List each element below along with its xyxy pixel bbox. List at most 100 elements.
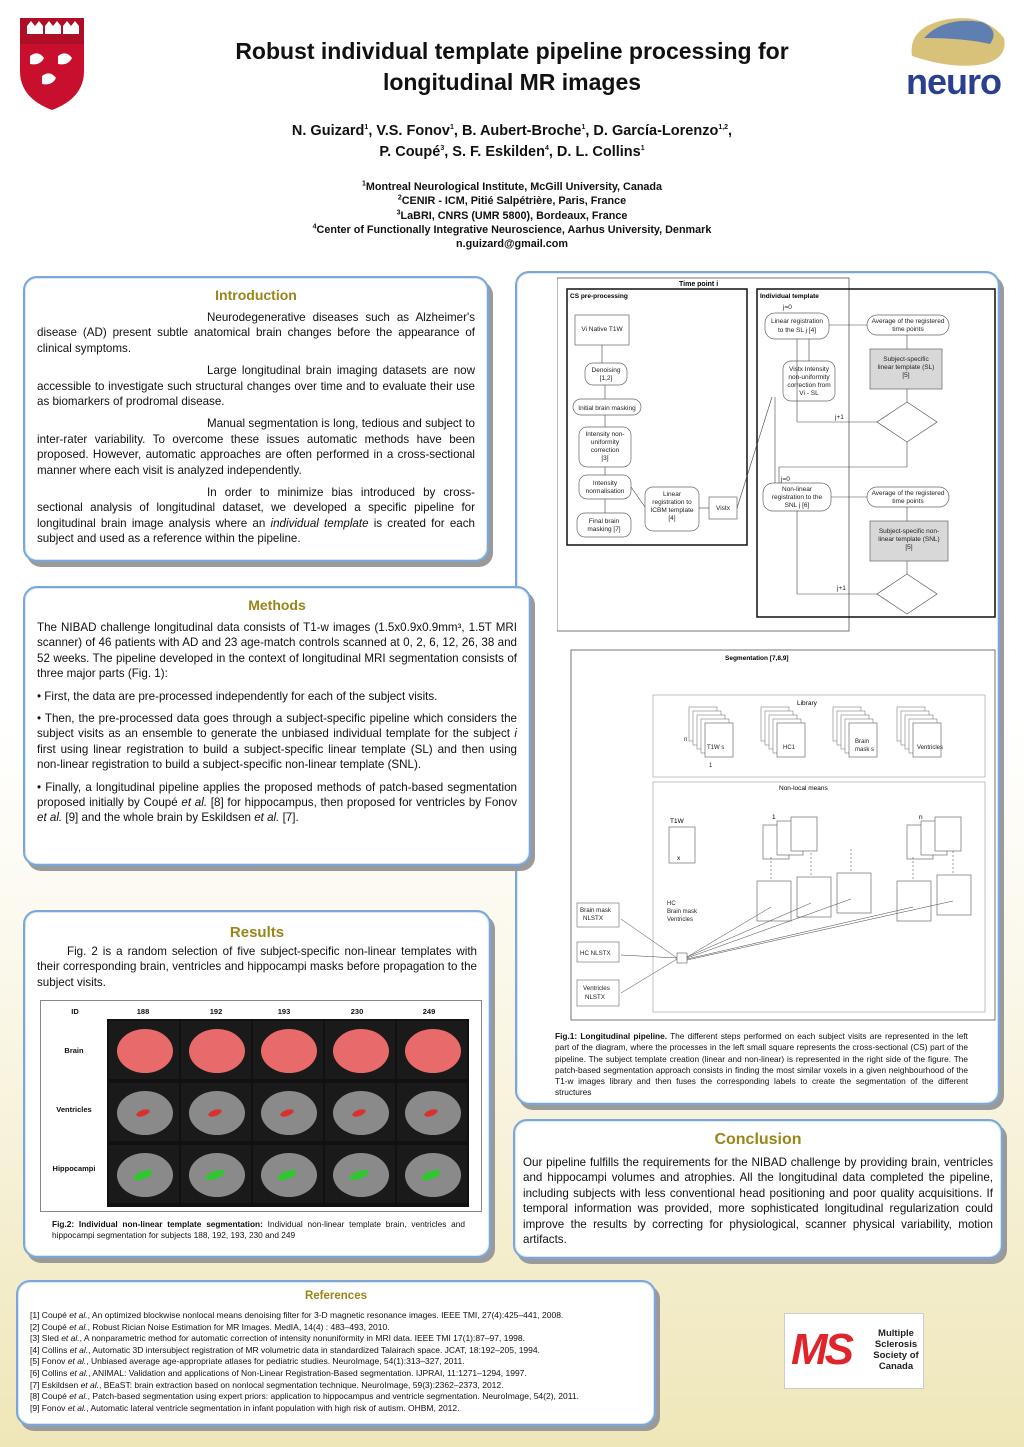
author-name: , D. García-Lorenzo bbox=[585, 123, 719, 139]
svg-text:T1W: T1W bbox=[670, 818, 685, 825]
reference-item: [5] Fonov et al., Unbiased average age-a… bbox=[30, 1356, 465, 1367]
figure2-image: ID 188 192 193 230 249 Brain Ventricles … bbox=[40, 1000, 482, 1212]
methods-bullet-2: • Then, the pre-processed data goes thro… bbox=[37, 712, 517, 772]
affiliation: 1Montreal Neurological Institute, McGill… bbox=[361, 180, 663, 193]
svg-text:Ventricles: Ventricles bbox=[917, 745, 943, 751]
author-affiliation-mark: 1 bbox=[581, 124, 586, 132]
svg-text:[5]: [5] bbox=[905, 544, 912, 551]
fig2-hippocampus-mask bbox=[205, 1169, 225, 1181]
svg-text:Brain: Brain bbox=[855, 739, 869, 745]
fig2-row-ventricles: Ventricles bbox=[56, 1105, 91, 1114]
fig2-row-brain: Brain bbox=[64, 1046, 84, 1055]
svg-text:Brain mask: Brain mask bbox=[580, 907, 612, 914]
references-list: [1] Coupé et al., An optimized blockwise… bbox=[18, 1310, 654, 1414]
methods-panel: Methods The NIBAD challenge longitudinal… bbox=[23, 586, 531, 866]
svg-text:ICBM template: ICBM template bbox=[651, 507, 694, 514]
svg-text:normalisation: normalisation bbox=[586, 488, 625, 495]
reference-item: [7] Eskildsen et al., BEaST: brain extra… bbox=[30, 1379, 504, 1390]
svg-text:Linear: Linear bbox=[663, 491, 682, 498]
svg-text:1: 1 bbox=[709, 763, 713, 769]
intro-paragraph-4: In order to minimize bias introduced by … bbox=[37, 486, 475, 546]
references-title: References bbox=[304, 1290, 367, 1302]
author-affiliation-mark: 1,2 bbox=[718, 124, 729, 132]
results-paragraph-1: Fig. 2 is a random selection of five sub… bbox=[37, 945, 477, 989]
svg-text:NLSTX: NLSTX bbox=[585, 994, 605, 1001]
svg-text:HC: HC bbox=[667, 901, 676, 907]
svg-text:Brain mask: Brain mask bbox=[667, 909, 698, 915]
fig2-ventricle-mask bbox=[208, 1109, 222, 1117]
svg-text:HC1: HC1 bbox=[783, 745, 796, 751]
svg-text:Final brain: Final brain bbox=[589, 518, 620, 525]
svg-text:registration to: registration to bbox=[652, 499, 692, 506]
fig2-brain-slice bbox=[333, 1029, 389, 1073]
svg-text:non-uniformity: non-uniformity bbox=[788, 374, 830, 381]
fig2-row-hippocampi: Hippocampi bbox=[53, 1164, 96, 1173]
introduction-text: Neurodegenerative diseases such as Alzhe… bbox=[25, 310, 487, 547]
author-name: P. Coupé bbox=[379, 144, 441, 160]
reference-item: [6] Collins et al., ANIMAL: Validation a… bbox=[30, 1367, 527, 1378]
conclusion-text: Our pipeline fulfills the requirements f… bbox=[515, 1155, 1001, 1247]
reference-item: [9] Fonov et al., Automatic lateral vent… bbox=[30, 1402, 460, 1413]
affiliation-list: 1Montreal Neurological Institute, McGill… bbox=[140, 180, 884, 237]
svg-text:masking [7]: masking [7] bbox=[587, 526, 620, 533]
title-line-1: Robust individual template pipeline proc… bbox=[235, 38, 789, 64]
intro-paragraph-2: Large longitudinal brain imaging dataset… bbox=[37, 364, 475, 409]
figure1-caption: Fig.1: Longitudinal pipeline. The differ… bbox=[555, 1031, 968, 1098]
svg-text:Subject-specific non-: Subject-specific non- bbox=[879, 528, 939, 535]
svg-text:linear template (SNL): linear template (SNL) bbox=[878, 536, 939, 543]
neuro-logo-text: neuro bbox=[906, 61, 1002, 102]
poster-title: Robust individual template pipeline proc… bbox=[150, 36, 874, 98]
reference-item: [3] Sled et al., A nonparametric method … bbox=[30, 1333, 525, 1344]
svg-text:1: 1 bbox=[772, 814, 776, 821]
reference-item: [2] Coupé et al., Robust Rician Noise Es… bbox=[30, 1321, 390, 1332]
svg-text:Intensity non-: Intensity non- bbox=[585, 431, 624, 438]
svg-text:j=0: j=0 bbox=[780, 476, 790, 483]
svg-text:Average of the registered: Average of the registered bbox=[872, 490, 945, 497]
conclusion-paragraph-1: Our pipeline fulfills the requirements f… bbox=[523, 1156, 993, 1247]
fig2-ventricle-mask bbox=[136, 1109, 150, 1117]
author-affiliation-mark: 1 bbox=[449, 124, 454, 132]
authors: N. Guizard1, V.S. Fonov1, B. Aubert-Broc… bbox=[140, 121, 884, 163]
svg-text:Initial brain masking: Initial brain masking bbox=[578, 405, 636, 412]
svg-text:Subject-specific: Subject-specific bbox=[883, 356, 929, 363]
svg-text:Ventricles: Ventricles bbox=[583, 985, 610, 992]
fig2-hippocampus-mask bbox=[277, 1169, 297, 1181]
ms-logo-line: Canada bbox=[878, 1361, 914, 1372]
fig2-header-id: ID bbox=[71, 1007, 79, 1016]
fig1-time-point: Time point i bbox=[679, 281, 718, 288]
fig2-hippocampus-mask bbox=[421, 1169, 441, 1181]
svg-text:T1W s: T1W s bbox=[707, 745, 724, 751]
authors-line-2: P. Coupé3, S. F. Eskilden4, D. L. Collin… bbox=[140, 142, 884, 163]
svg-text:Vi Native T1W: Vi Native T1W bbox=[581, 326, 623, 333]
svg-text:registration to the: registration to the bbox=[772, 494, 823, 501]
author-name: N. Guizard bbox=[291, 123, 365, 139]
neuro-logo bbox=[904, 8, 1014, 108]
results-title: Results bbox=[229, 924, 285, 941]
svg-text:j+1: j+1 bbox=[836, 585, 846, 592]
svg-text:Vi - SL: Vi - SL bbox=[799, 390, 819, 397]
fig2-brain-slice bbox=[261, 1029, 317, 1073]
conclusion-panel: Conclusion Our pipeline fulfills the req… bbox=[513, 1119, 1003, 1259]
svg-text:SNL j [6]: SNL j [6] bbox=[785, 502, 810, 509]
fig2-ventricle-mask bbox=[424, 1109, 438, 1117]
reference-item: [8] Coupé et al., Patch-based segmentati… bbox=[30, 1391, 579, 1402]
svg-text:Vistx: Vistx bbox=[716, 505, 731, 512]
methods-text: The NIBAD challenge longitudinal data co… bbox=[25, 620, 529, 826]
fig2-hippocampus-mask bbox=[133, 1169, 153, 1181]
fig2-hippocampus-mask bbox=[349, 1169, 369, 1181]
svg-text:n: n bbox=[684, 737, 687, 743]
svg-text:Non-linear: Non-linear bbox=[782, 486, 813, 493]
fig1-cs-title: CS pre-processing bbox=[570, 293, 628, 300]
svg-text:j+1: j+1 bbox=[834, 414, 844, 421]
title-line-2: longitudinal MR images bbox=[382, 69, 642, 95]
svg-text:Non-local means: Non-local means bbox=[779, 785, 829, 792]
svg-text:x: x bbox=[677, 855, 681, 862]
fig2-header-249: 249 bbox=[423, 1007, 436, 1016]
svg-text:[3]: [3] bbox=[601, 455, 608, 462]
svg-text:uniformity: uniformity bbox=[591, 439, 620, 446]
svg-text:HC NLSTX: HC NLSTX bbox=[580, 950, 611, 957]
svg-text:[5]: [5] bbox=[902, 372, 909, 379]
affiliation: 4Center of Functionally Integrative Neur… bbox=[312, 223, 712, 236]
intro-paragraph-1: Neurodegenerative diseases such as Alzhe… bbox=[37, 311, 475, 355]
